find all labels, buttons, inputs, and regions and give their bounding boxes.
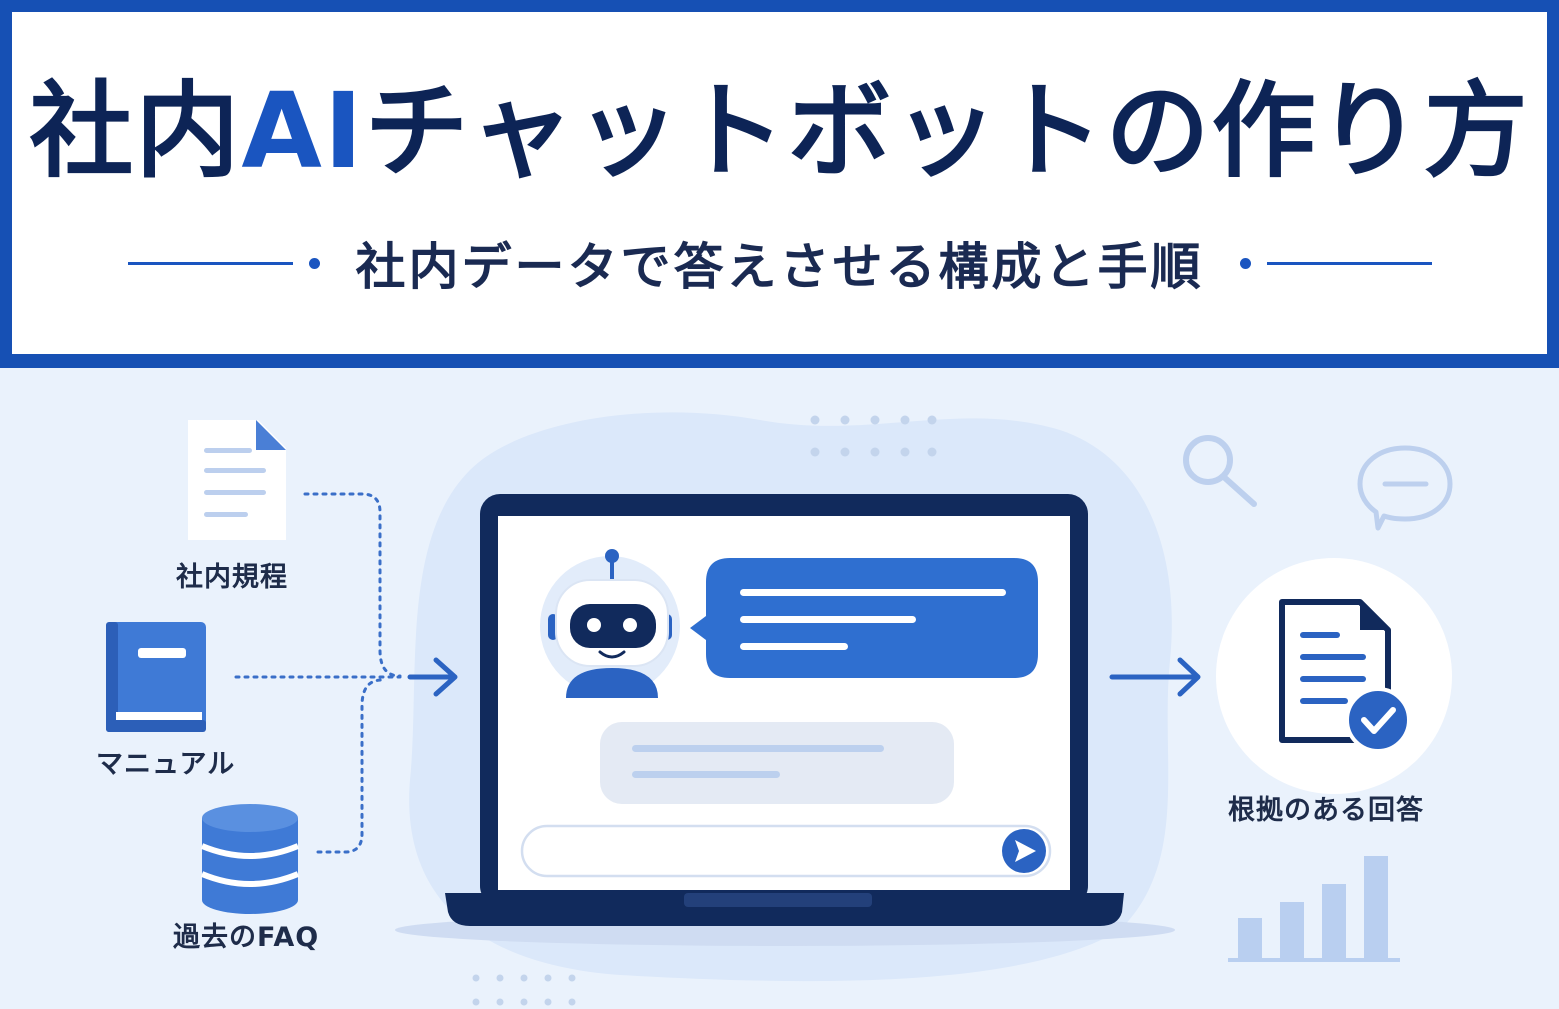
title-part2: チャットボットの作り方 [364,70,1530,192]
send-icon [1015,840,1036,862]
magnifier-icon [1183,435,1257,507]
source-label-faq: 過去のFAQ [173,922,320,953]
decorative-dots-bottom [472,974,576,1006]
robot-avatar [540,549,680,698]
source-label-regulations: 社内規程 [176,562,288,593]
source-connectors [234,492,402,854]
book-icon [106,622,206,732]
database-icon [200,804,300,914]
chat-input[interactable] [520,824,1052,878]
subtitle-row: 社内データで答えさせる構成と手順 [80,228,1479,298]
title-banner [0,0,1559,368]
arrow-to-answer [1109,657,1201,697]
page-subtitle: 社内データで答えさせる構成と手順 [355,238,1204,296]
subtitle-line-right [1266,261,1432,265]
source-label-manual: マニュアル [96,749,236,780]
subtitle-dot-left [308,257,320,269]
decorative-dots-top [810,415,937,457]
user-message-bubble [600,722,954,804]
send-button[interactable] [1002,829,1046,873]
bar-chart-icon [1228,856,1400,962]
title-accent: AI [241,70,365,192]
document-check-icon [1279,599,1411,753]
title-part1: 社内 [29,70,242,192]
chat-bubble-icon [1357,445,1453,531]
page-title: 社内AIチャットボットの作り方 [0,74,1559,188]
subtitle-dot-right [1239,257,1251,269]
arrow-into-chatbot [407,657,458,697]
subtitle-line-left [127,261,293,265]
document-icon [188,420,286,540]
bot-message-bubble [690,558,1038,678]
answer-label: 根拠のある回答 [1228,795,1424,826]
